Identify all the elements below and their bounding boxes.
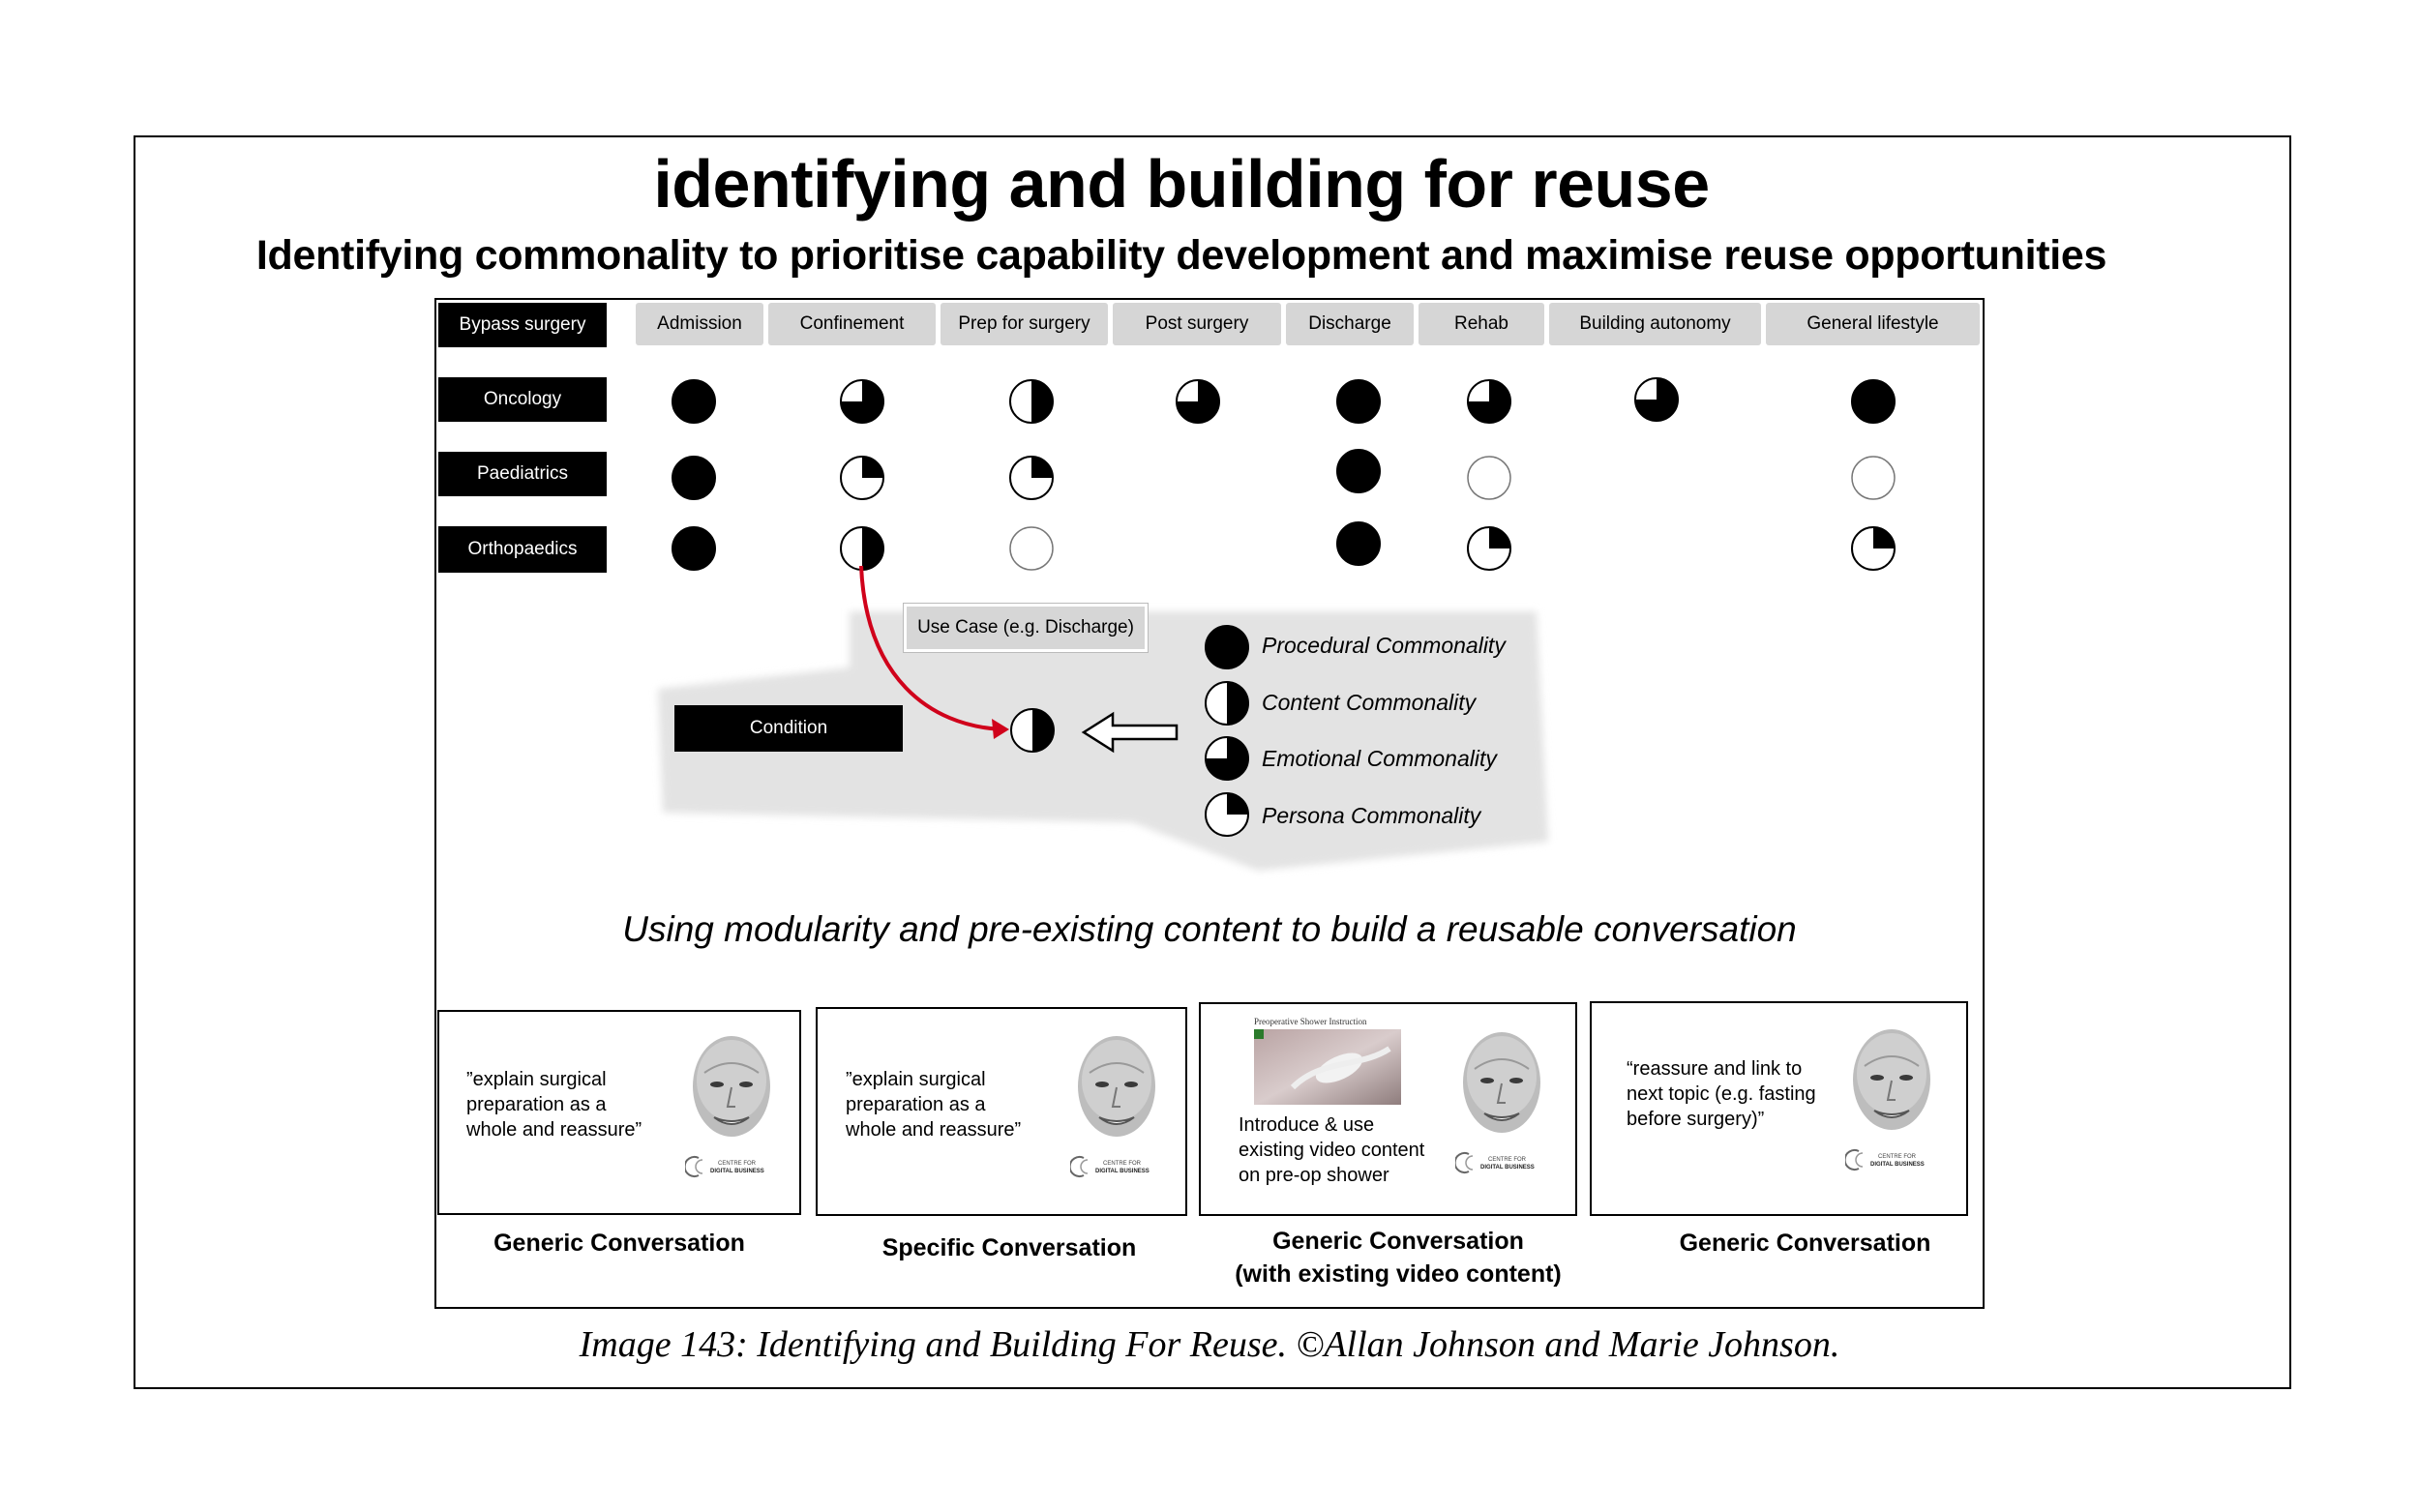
commonality-symbol-orthopaedics-admission bbox=[672, 526, 716, 571]
quote-line: whole and reassure” bbox=[846, 1119, 1022, 1141]
quote-line: next topic (e.g. fasting bbox=[1627, 1083, 1816, 1105]
matrix-symbols bbox=[672, 377, 1896, 571]
quote-line: preparation as a bbox=[466, 1094, 607, 1115]
svg-text:DIGITAL BUSINESS: DIGITAL BUSINESS bbox=[1870, 1162, 1925, 1168]
commonality-symbol-oncology-general-lifestyle bbox=[1851, 379, 1896, 424]
legend-label-emotional: Emotional Commonality bbox=[1262, 746, 1497, 771]
quote-line: Introduce & use bbox=[1239, 1114, 1375, 1136]
quote-line: on pre-op shower bbox=[1239, 1165, 1389, 1186]
presenter-face-icon bbox=[693, 1036, 770, 1137]
figure-caption: Image 143: Identifying and Building For … bbox=[579, 1324, 1840, 1365]
section-heading: Using modularity and pre-existing conten… bbox=[622, 909, 1797, 949]
svg-text:CENTRE FOR: CENTRE FOR bbox=[1488, 1157, 1527, 1163]
conversation-caption-2: Specific Conversation bbox=[823, 1231, 1195, 1264]
commonality-symbol-paediatrics-prep-for-surgery bbox=[1009, 456, 1054, 500]
quote-line: before surgery)” bbox=[1627, 1109, 1765, 1130]
column-header-rehab: Rehab bbox=[1419, 303, 1544, 345]
hollow-left-arrow-icon bbox=[1081, 711, 1179, 754]
quote-line: ”explain surgical bbox=[846, 1069, 986, 1090]
commonality-symbol-oncology-rehab bbox=[1467, 379, 1511, 424]
condition-label: Condition bbox=[674, 705, 903, 752]
svg-text:CENTRE FOR: CENTRE FOR bbox=[1878, 1154, 1917, 1160]
conversation-quote-1: ”explain surgical preparation as a whole… bbox=[466, 1067, 642, 1142]
svg-text:DIGITAL BUSINESS: DIGITAL BUSINESS bbox=[710, 1169, 764, 1174]
quote-line: preparation as a bbox=[846, 1094, 986, 1115]
page-subtitle: Identifying commonality to prioritise ca… bbox=[255, 232, 2107, 279]
legend-symbol-procedural bbox=[1205, 625, 1249, 669]
commonality-symbol-oncology-prep-for-surgery bbox=[1009, 379, 1054, 424]
caption-line: Specific Conversation bbox=[881, 1234, 1137, 1261]
commonality-symbol-oncology-confinement bbox=[840, 379, 884, 424]
legend-symbols bbox=[1205, 625, 1249, 837]
digital-business-logo: CENTRE FOR DIGITAL BUSINESS bbox=[1843, 1147, 1932, 1177]
conversation-caption-1: Generic Conversation bbox=[437, 1227, 801, 1260]
quote-line: existing video content bbox=[1239, 1140, 1425, 1161]
conversation-caption-4: Generic Conversation bbox=[1616, 1227, 1994, 1260]
quote-line: ”explain surgical bbox=[466, 1069, 607, 1090]
commonality-symbol-oncology-post-surgery bbox=[1176, 379, 1220, 424]
caption-line: (with existing video content) bbox=[1235, 1260, 1562, 1288]
callout-example-content bbox=[1010, 708, 1055, 753]
commonality-symbol-paediatrics-general-lifestyle bbox=[1851, 456, 1896, 500]
column-header-general-lifestyle: General lifestyle bbox=[1766, 303, 1980, 345]
commonality-symbol-orthopaedics-prep-for-surgery bbox=[1009, 526, 1054, 571]
svg-text:DIGITAL BUSINESS: DIGITAL BUSINESS bbox=[1480, 1165, 1535, 1171]
caption-line: Generic Conversation bbox=[493, 1230, 745, 1257]
legend-symbol-persona bbox=[1205, 792, 1249, 837]
commonality-symbol-oncology-admission bbox=[672, 379, 716, 424]
quote-line: whole and reassure” bbox=[466, 1119, 642, 1141]
conversation-quote-4: “reassure and link to next topic (e.g. f… bbox=[1627, 1056, 1816, 1132]
legend-label-procedural: Procedural Commonality bbox=[1262, 633, 1506, 658]
column-header-prep-for-surgery: Prep for surgery bbox=[941, 303, 1108, 345]
quote-line: “reassure and link to bbox=[1627, 1058, 1803, 1080]
red-connector-arrow bbox=[859, 565, 1002, 731]
commonality-symbol-paediatrics-confinement bbox=[840, 456, 884, 500]
commonality-symbol-orthopaedics-general-lifestyle bbox=[1851, 526, 1896, 571]
video-thumbnail[interactable] bbox=[1254, 1029, 1401, 1105]
legend-label-content: Content Commonality bbox=[1262, 690, 1477, 715]
legend-label-persona: Persona Commonality bbox=[1262, 803, 1481, 828]
row-header-orthopaedics: Orthopaedics bbox=[438, 526, 607, 573]
commonality-symbol-orthopaedics-confinement bbox=[840, 526, 884, 571]
column-header-post-surgery: Post surgery bbox=[1113, 303, 1281, 345]
commonality-symbol-paediatrics-rehab bbox=[1467, 456, 1511, 500]
legend-symbol-emotional bbox=[1205, 736, 1249, 781]
page-frame bbox=[134, 135, 2291, 1389]
example-symbol bbox=[1010, 708, 1055, 753]
column-header-building-autonomy: Building autonomy bbox=[1549, 303, 1761, 345]
red-arrowhead bbox=[992, 719, 1009, 739]
caption-line: Generic Conversation bbox=[1679, 1230, 1931, 1257]
commonality-symbol-paediatrics-discharge bbox=[1336, 449, 1381, 493]
row-header-oncology: Oncology bbox=[438, 377, 607, 422]
commonality-symbol-paediatrics-admission bbox=[672, 456, 716, 500]
video-title: Preoperative Shower Instruction bbox=[1254, 1017, 1367, 1026]
presenter-face-icon bbox=[1463, 1032, 1540, 1133]
commonality-symbol-orthopaedics-discharge bbox=[1336, 521, 1381, 566]
presenter-face-icon bbox=[1853, 1029, 1930, 1130]
digital-business-logo: CENTRE FOR DIGITAL BUSINESS bbox=[1068, 1154, 1157, 1184]
column-header-confinement: Confinement bbox=[768, 303, 936, 345]
commonality-symbol-oncology-discharge bbox=[1336, 379, 1381, 424]
conversation-quote-3: Introduce & use existing video content o… bbox=[1239, 1112, 1424, 1188]
legend-symbol-content bbox=[1205, 681, 1249, 726]
conversation-quote-2: ”explain surgical preparation as a whole… bbox=[846, 1067, 1021, 1142]
presenter-face-icon bbox=[1078, 1036, 1155, 1137]
corner-label: Bypass surgery bbox=[438, 303, 607, 347]
svg-text:CENTRE FOR: CENTRE FOR bbox=[718, 1161, 757, 1167]
use-case-label: Use Case (e.g. Discharge) bbox=[904, 604, 1148, 652]
svg-text:CENTRE FOR: CENTRE FOR bbox=[1103, 1161, 1142, 1167]
digital-business-logo: CENTRE FOR DIGITAL BUSINESS bbox=[683, 1154, 772, 1184]
column-header-admission: Admission bbox=[636, 303, 763, 345]
caption-line: Generic Conversation bbox=[1272, 1228, 1524, 1255]
column-header-discharge: Discharge bbox=[1286, 303, 1414, 345]
commonality-symbol-orthopaedics-rehab bbox=[1467, 526, 1511, 571]
page-title: identifying and building for reuse bbox=[653, 146, 1710, 222]
svg-text:DIGITAL BUSINESS: DIGITAL BUSINESS bbox=[1095, 1169, 1150, 1174]
row-header-paediatrics: Paediatrics bbox=[438, 452, 607, 496]
commonality-symbol-oncology-building-autonomy bbox=[1634, 377, 1679, 422]
conversation-caption-3: Generic Conversation (with existing vide… bbox=[1199, 1225, 1598, 1290]
digital-business-logo: CENTRE FOR DIGITAL BUSINESS bbox=[1453, 1150, 1542, 1180]
diagram-panel bbox=[434, 298, 1985, 1309]
